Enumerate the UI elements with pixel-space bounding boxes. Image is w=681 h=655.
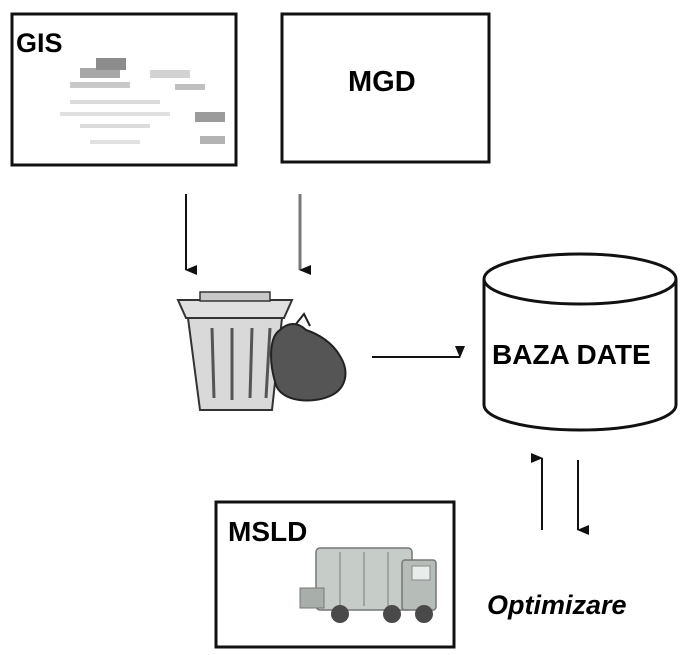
- mgd-label: MGD: [348, 66, 416, 98]
- trash-bin-icon: [176, 291, 294, 411]
- mgd-box: [280, 12, 491, 164]
- map-thumbnail-icon: [60, 58, 225, 144]
- gis-box: [10, 12, 238, 167]
- msld-label: MSLD: [228, 516, 308, 547]
- msld-box: [214, 500, 456, 649]
- gis-label: GIS: [16, 28, 63, 58]
- database-cylinder-icon: [482, 252, 678, 432]
- garbage-bag-icon: [270, 312, 347, 402]
- garbage-truck-icon: [299, 547, 437, 623]
- optimization-label: Optimizare: [487, 590, 627, 620]
- baza-date-label: BAZA DATE: [492, 339, 651, 370]
